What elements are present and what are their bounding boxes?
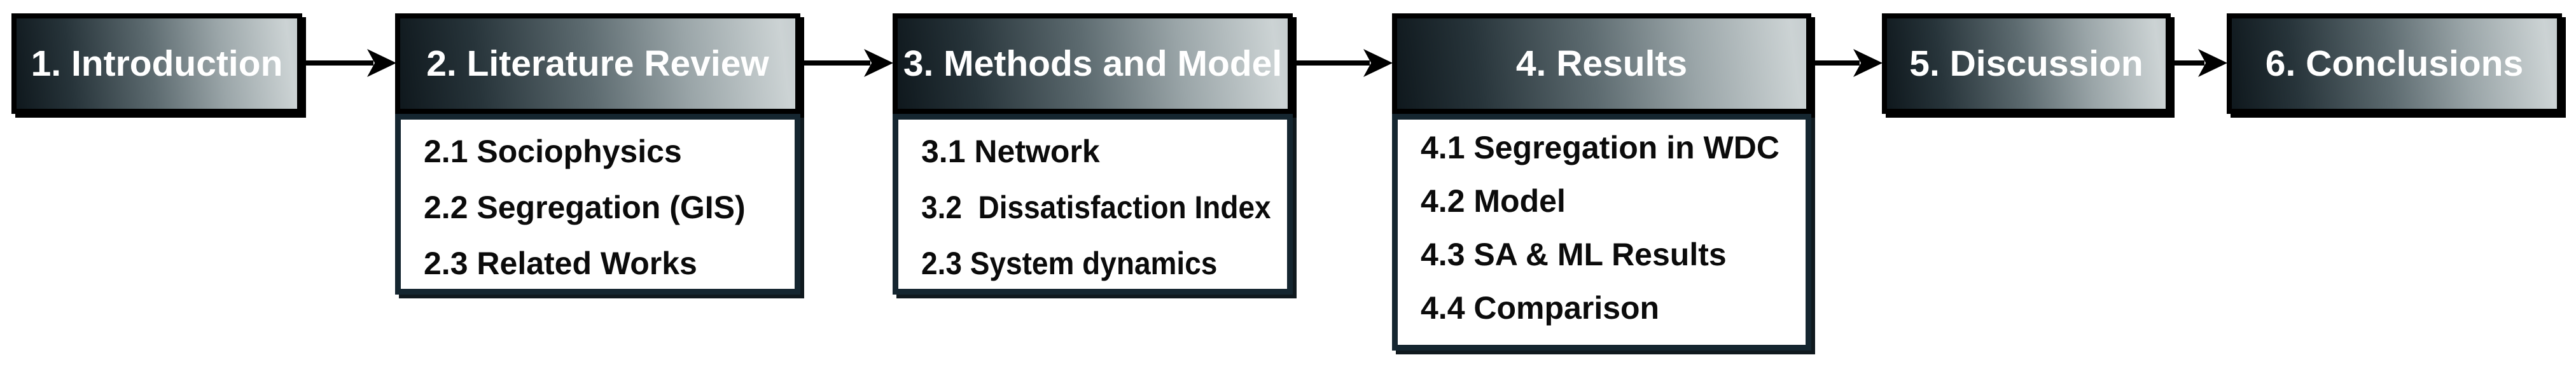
node-introduction: 1. Introduction [11,13,302,114]
node-results: 4. Results [1392,13,1811,114]
node-conclusions: 6. Conclusions [2227,13,2562,114]
node-methods-and-model-subitems: 3.1 Network 3.2 Dissatisfaction Index 2.… [893,114,1293,295]
subitem-model: 4.2 Model [1421,183,1566,219]
node-literature-review-label: 2. Literature Review [426,43,769,84]
arrow-discussion-to-conclusions [2171,49,2227,77]
node-methods-and-model: 3. Methods and Model [893,13,1293,114]
list-item: 4.2 Model [1398,174,1806,228]
node-discussion: 5. Discussion [1882,13,2171,114]
list-item: 2.2 Segregation (GIS) [401,179,795,235]
list-item: 2.3 Related Works [401,235,795,291]
node-results-subitems: 4.1 Segregation in WDC 4.2 Model 4.3 SA … [1392,114,1811,351]
arrow-litreview-to-methods [799,49,893,77]
subitem-segregation-gis: 2.2 Segregation (GIS) [424,190,746,225]
list-item: 4.3 SA & ML Results [1398,228,1806,281]
subitem-segregation-in-wdc: 4.1 Segregation in WDC [1421,130,1779,165]
node-discussion-label: 5. Discussion [1909,43,2143,84]
node-methods-and-model-label: 3. Methods and Model [903,43,1283,84]
list-item: 2.3 System dynamics [898,235,1287,291]
subitem-related-works: 2.3 Related Works [424,246,697,281]
list-item: 2.1 Sociophysics [401,123,795,179]
node-results-label: 4. Results [1515,43,1688,84]
subitem-network: 3.1 Network [921,134,1100,169]
arrow-methods-to-results [1293,49,1393,77]
subitem-dissatisfaction-index: 3.2 Dissatisfaction Index [921,190,1271,225]
node-introduction-label: 1. Introduction [31,43,283,84]
node-conclusions-label: 6. Conclusions [2265,43,2524,84]
list-item: 4.1 Segregation in WDC [1398,121,1806,174]
subitem-sociophysics: 2.1 Sociophysics [424,134,682,169]
list-item: 4.4 Comparison [1398,281,1806,335]
subitem-system-dynamics: 2.3 System dynamics [921,246,1218,281]
arrow-intro-to-litreview [303,49,396,77]
list-item: 3.1 Network [898,123,1287,179]
node-literature-review-subitems: 2.1 Sociophysics 2.2 Segregation (GIS) 2… [395,114,800,295]
list-item: 3.2 Dissatisfaction Index [898,179,1287,235]
subitem-sa-ml-results: 4.3 SA & ML Results [1421,237,1727,272]
node-literature-review: 2. Literature Review [395,13,800,114]
subitem-comparison: 4.4 Comparison [1421,290,1660,326]
arrow-results-to-discussion [1811,49,1883,77]
